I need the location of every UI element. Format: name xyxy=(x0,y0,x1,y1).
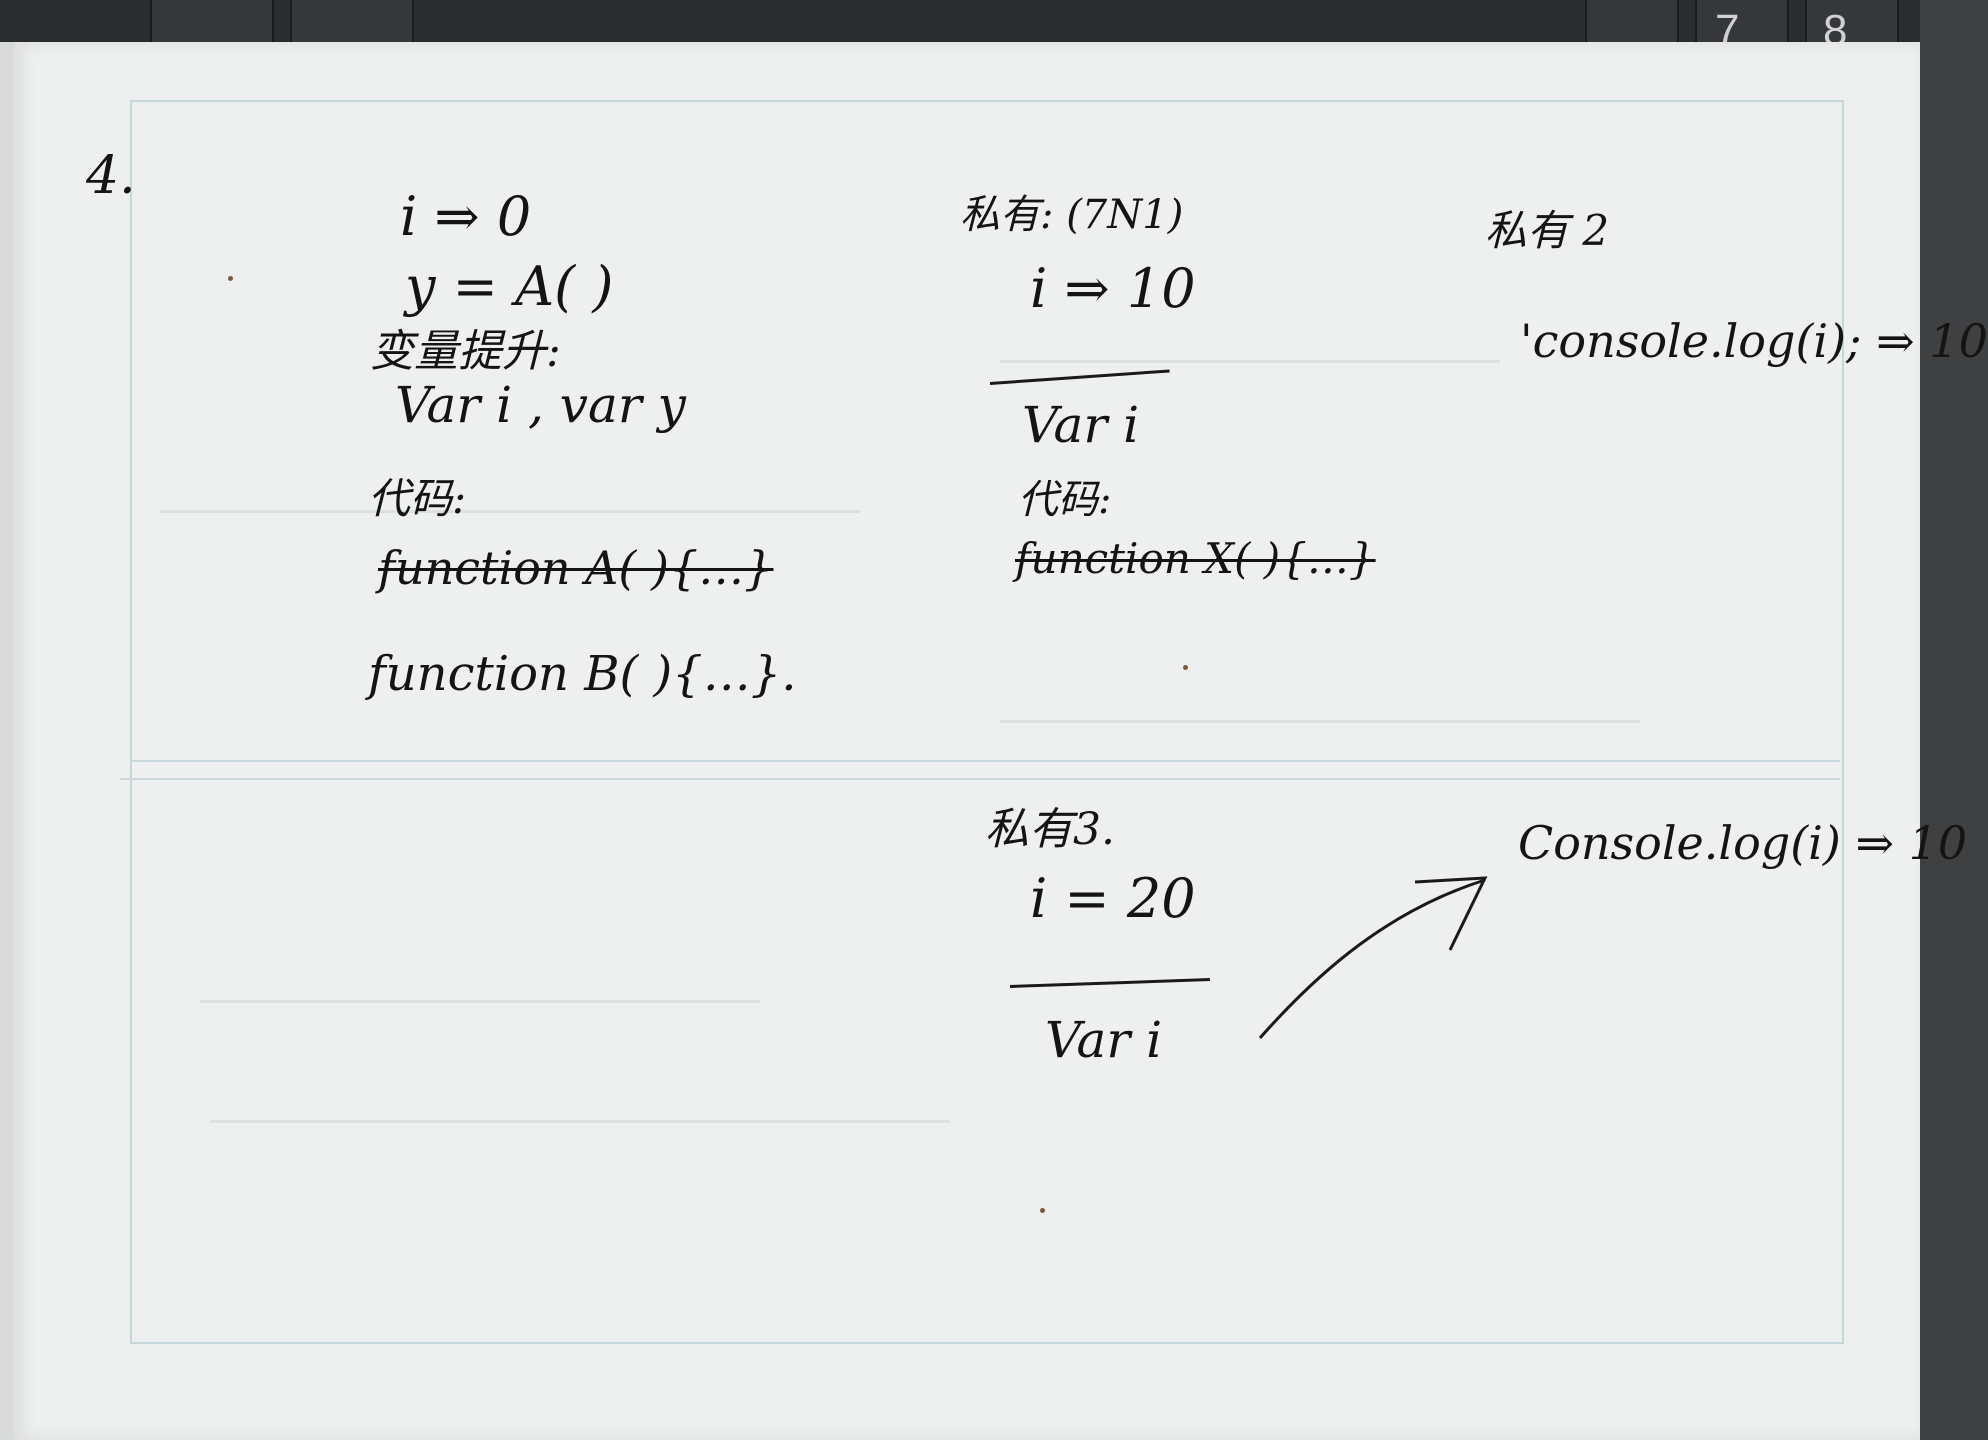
bleed-through xyxy=(1000,320,1500,363)
note-scope1-code-heading: 代码: xyxy=(1018,477,1112,523)
ruled-divider xyxy=(130,760,1840,762)
note-scope3-i-value: i = 20 xyxy=(1030,867,1196,930)
note-private-scope-1: 私有: (7N1) xyxy=(960,192,1184,238)
paper-sheet xyxy=(14,42,1920,1440)
note-scope3-console-log: Console.log(i) ⇒ 10 xyxy=(1518,816,1968,870)
note-hoisting-decl: Var i , var y xyxy=(395,376,686,434)
note-scope3-decl: Var i xyxy=(1045,1011,1163,1069)
bleed-through xyxy=(210,1080,950,1123)
note-scope1-i-value: i ⇒ 10 xyxy=(1030,257,1196,320)
note-private-scope-2: 私有 2 xyxy=(1485,206,1610,255)
note-function-a: function A( ){…} xyxy=(378,541,774,595)
note-function-b: function B( ){…}. xyxy=(368,646,797,702)
note-private-scope-3: 私有3. xyxy=(985,804,1115,855)
ruled-divider xyxy=(120,778,1840,780)
bleed-through xyxy=(160,470,860,513)
exercise-number: 4. xyxy=(86,146,136,206)
paper-speck xyxy=(1183,665,1188,670)
note-code-heading: 代码: xyxy=(368,474,467,523)
ruled-frame xyxy=(130,100,1844,1344)
paper-speck xyxy=(228,276,233,281)
note-scope1-function: function X( ){…} xyxy=(1015,534,1376,583)
note-scope1-decl: Var i xyxy=(1022,396,1140,454)
paper-speck xyxy=(1040,1208,1045,1213)
note-i-result: i ⇒ 0 xyxy=(400,185,532,248)
note-scope2-console-log: 'console.log(i); ⇒ 10 xyxy=(1520,314,1988,368)
note-hoisting-heading: 变量提升: xyxy=(370,326,561,377)
paper-edge xyxy=(0,42,16,1440)
arrow-icon xyxy=(1258,876,1488,1039)
bleed-through xyxy=(1000,680,1640,723)
note-y-assign: y = A( ) xyxy=(405,255,614,318)
bleed-through xyxy=(200,960,760,1003)
